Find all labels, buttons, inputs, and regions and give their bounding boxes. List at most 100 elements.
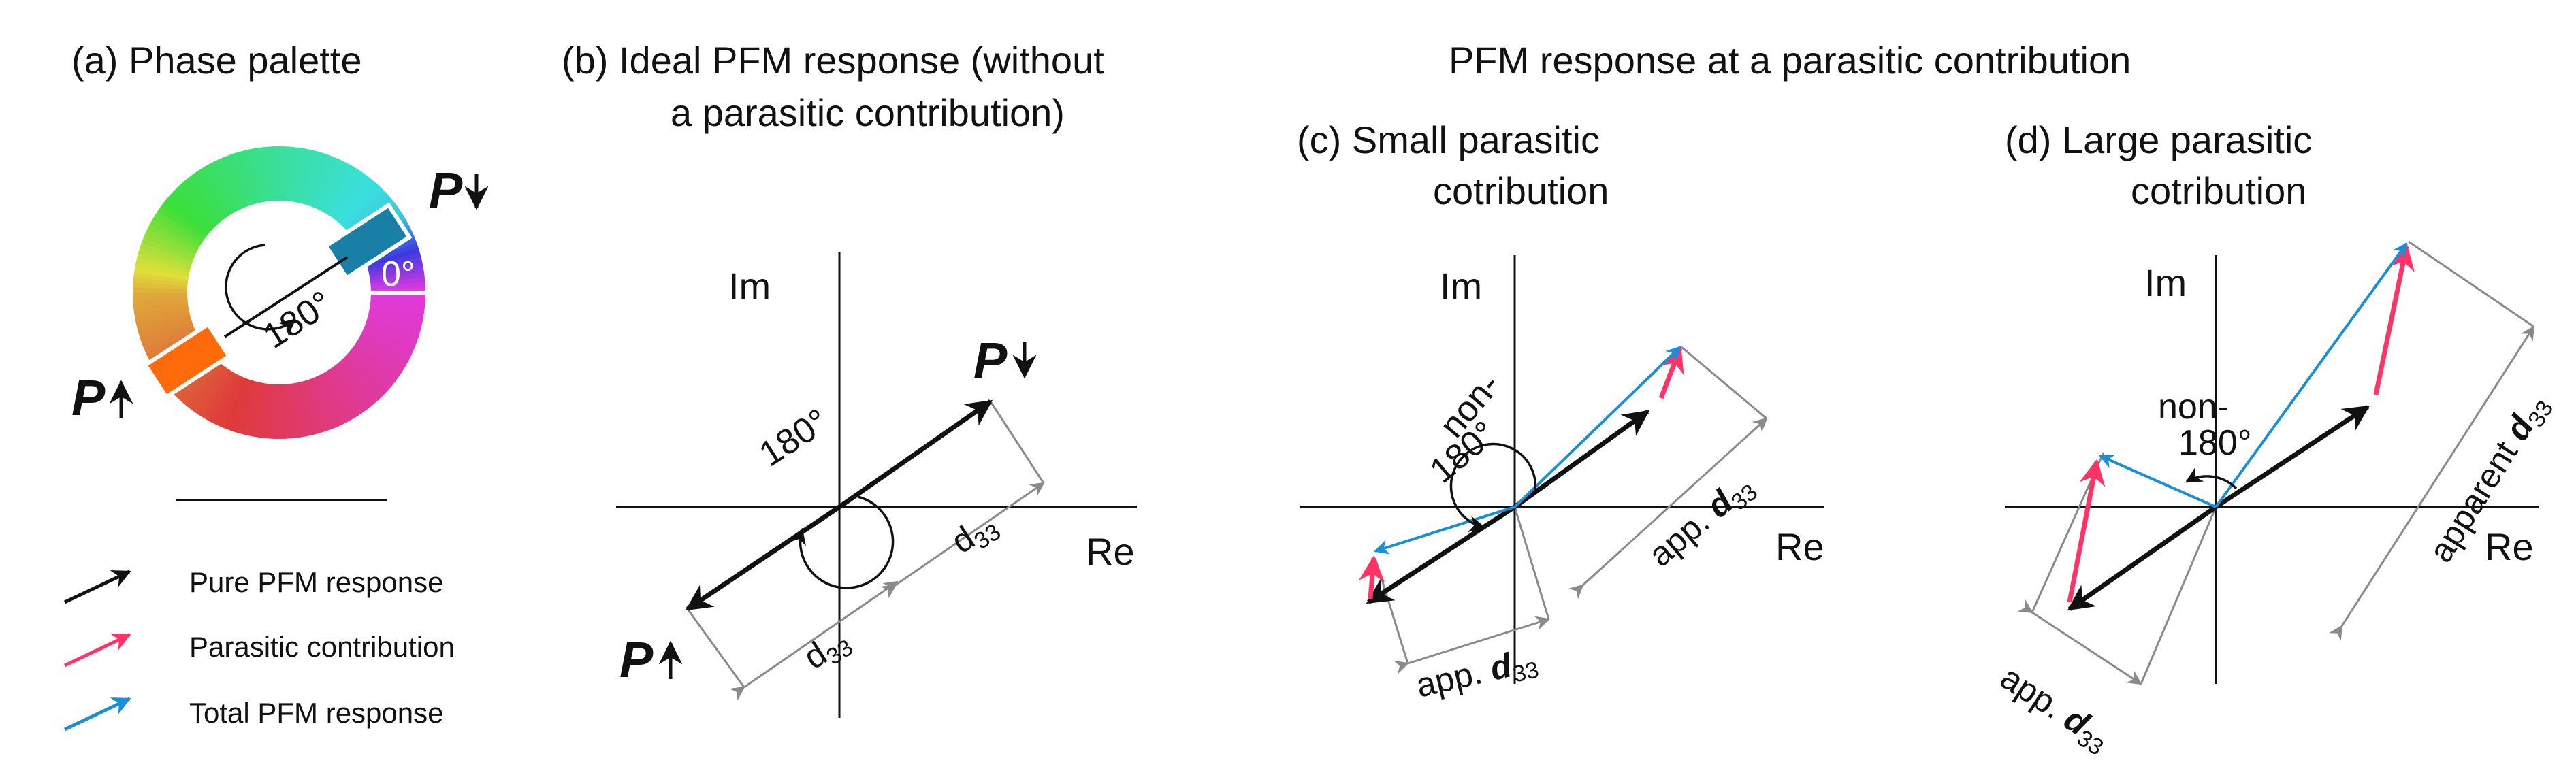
legend: Pure PFM response Parasitic contribution… — [63, 566, 455, 731]
legend-item-pure: Pure PFM response — [63, 566, 444, 604]
ring-segment — [135, 257, 191, 275]
ring-segment — [340, 358, 382, 401]
ring-segment — [143, 327, 196, 354]
svg-text:d33: d33 — [944, 505, 1005, 565]
ring-segment — [146, 224, 198, 254]
angle-arc-180-b — [790, 495, 895, 589]
ring-segment — [334, 176, 374, 223]
ring-segment — [184, 177, 223, 223]
pure-response-vector-down — [837, 399, 993, 509]
ring-segment — [310, 377, 336, 431]
ring-segment — [274, 384, 281, 439]
svg-text:app. d33: app. d33 — [1641, 466, 1762, 578]
im-label-d: Im — [2144, 261, 2187, 304]
ring-segment — [232, 152, 254, 206]
ring-segment — [306, 152, 329, 207]
ring-segment — [342, 355, 386, 398]
svg-text:Total PFM response: Total PFM response — [189, 697, 444, 729]
ring-segment — [145, 329, 197, 359]
guide-line — [686, 608, 745, 688]
angle-label-d-line2: 180° — [2178, 423, 2252, 463]
ring-segment — [187, 174, 225, 221]
ring-segment — [191, 171, 228, 219]
ring-segment — [176, 184, 218, 227]
ring-segment — [200, 165, 234, 216]
total-response-vector-lower — [1373, 506, 1515, 555]
ring-segment — [133, 267, 189, 281]
ring-segment — [294, 148, 310, 203]
ring-segment — [319, 373, 349, 425]
ring-segment — [365, 320, 419, 343]
ring-segment — [172, 187, 216, 230]
angle-arc-non180-c — [1449, 442, 1537, 533]
ring-segment — [344, 190, 388, 231]
pure-response-vector-up — [2067, 505, 2218, 611]
ring-segment — [144, 228, 197, 257]
ring-segment — [312, 156, 339, 209]
ring-segment — [349, 348, 396, 387]
pure-response-vector-down — [2215, 405, 2370, 509]
palette-angle-label: 180° — [256, 284, 339, 357]
ring-segment — [151, 215, 202, 248]
ring-segment — [180, 180, 221, 225]
ring-segment — [138, 318, 193, 340]
ring-segment — [309, 154, 334, 208]
ring-segment — [300, 150, 320, 205]
ring-segment — [149, 219, 200, 250]
ring-segment — [210, 374, 240, 425]
ring-segment — [277, 146, 285, 201]
panel-c-title-line1: (c) Small parasitic — [1297, 118, 1600, 161]
ring-segment — [358, 335, 409, 366]
d33-label-upper: d33 — [944, 505, 1005, 565]
ring-segment — [369, 304, 425, 318]
ring-segment — [154, 210, 204, 245]
ring-segment — [133, 272, 189, 284]
ring-segment — [297, 149, 315, 204]
ring-segment — [342, 186, 385, 229]
p-up-marker — [142, 321, 232, 400]
angle-arc-180-a — [225, 244, 296, 336]
ring-segment — [133, 287, 188, 295]
angle-arc-non180-d — [2185, 467, 2238, 490]
guide-line — [1681, 346, 1767, 420]
ring-segment — [227, 153, 251, 207]
ring-segment — [218, 157, 245, 210]
ring-segment — [355, 340, 404, 375]
ring-segment — [157, 206, 205, 242]
ring-segment — [364, 323, 417, 348]
legend-item-parasitic: Parasitic contribution — [63, 631, 455, 668]
svg-text:P: P — [973, 332, 1008, 389]
angle-label-d-line1: non- — [2158, 387, 2229, 427]
pure-response-vector-up — [685, 505, 841, 611]
ring-segment — [303, 151, 325, 205]
angle-label-b: 180° — [752, 401, 835, 474]
ring-segment — [139, 242, 193, 265]
guide-line — [989, 401, 1045, 484]
group-title: PFM response at a parasitic contribution — [1449, 39, 2131, 82]
p-down-label-a: P — [429, 162, 489, 218]
app-d33-label-upper: app. d33 — [1641, 466, 1762, 578]
apparent-d33-dimension — [2328, 325, 2535, 641]
app-d33-label-d: app. d33 — [1994, 658, 2108, 761]
svg-text:Pure PFM response: Pure PFM response — [189, 566, 444, 598]
ring-segment — [291, 147, 305, 203]
app-d33-label-lower: app. d33 — [1413, 646, 1541, 705]
ring-segment — [351, 346, 399, 383]
ring-segment — [189, 365, 226, 412]
ring-segment — [318, 160, 348, 212]
ring-segment — [366, 316, 421, 338]
ring-segment — [353, 343, 402, 379]
ring-segment — [234, 380, 255, 434]
ring-segment — [224, 378, 249, 431]
ring-segment — [332, 173, 370, 220]
ring-segment — [202, 370, 234, 421]
re-label-c: Re — [1775, 525, 1824, 568]
ring-segment — [229, 378, 252, 433]
total-response-vector-upper — [1513, 346, 1681, 508]
app-d33-dimension-d — [2017, 599, 2142, 685]
p-down-label-b: P — [973, 332, 1037, 389]
guide-line — [1374, 557, 1409, 664]
ring-segment — [214, 375, 243, 427]
parasitic-vector-upper — [2373, 244, 2415, 395]
